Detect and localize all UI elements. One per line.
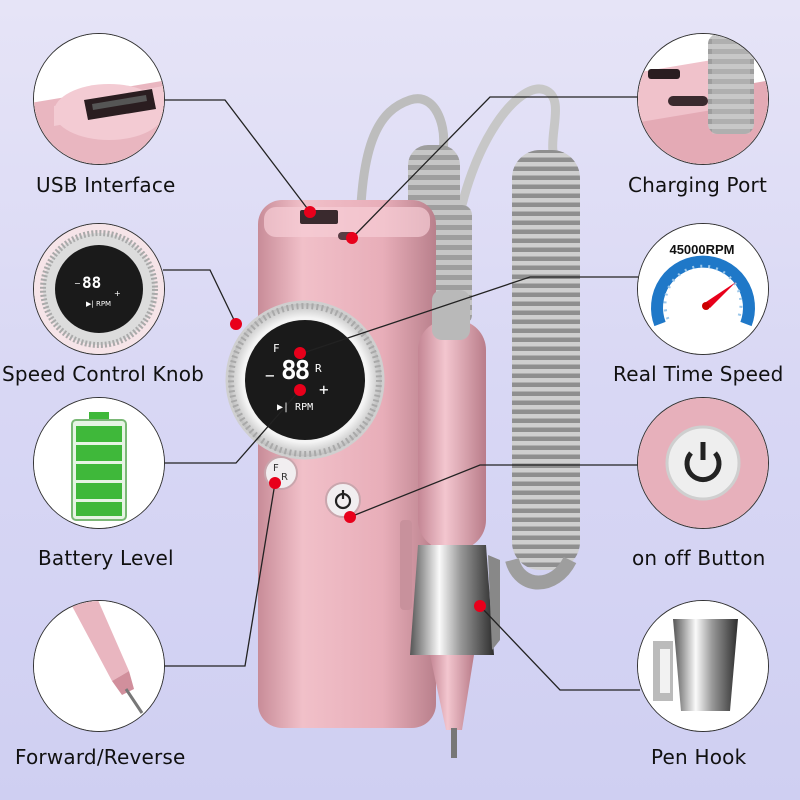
screen-digits: 88 [281, 356, 310, 386]
svg-text:−: − [74, 279, 81, 288]
charging-port-icon [638, 34, 768, 164]
power-button-shape [325, 482, 361, 518]
hotspot-charging [346, 232, 358, 244]
label-usb: USB Interface [36, 173, 176, 197]
usb-port-icon [34, 34, 164, 164]
screen-minus: − [265, 366, 275, 385]
svg-text:+: + [114, 289, 121, 298]
usb-circle [33, 33, 165, 165]
screen-plus: + [319, 380, 329, 399]
fr-f: F [273, 463, 279, 474]
onoff-circle [637, 397, 769, 529]
speed-circle [637, 223, 769, 355]
speedometer-icon [638, 224, 768, 354]
hotspot-usb [304, 206, 316, 218]
speed-badge: 45000RPM [669, 242, 735, 257]
screen-rpm: ▶| RPM [277, 402, 314, 413]
cable [450, 84, 564, 241]
hook-circle [637, 600, 769, 732]
pen-hook [410, 545, 494, 655]
pen-hook-icon [638, 601, 768, 731]
hotspot-onoff [344, 511, 356, 523]
pen-tip-icon [34, 601, 164, 731]
hotspot-speed [294, 384, 306, 396]
label-charging: Charging Port [628, 173, 767, 197]
power-icon [638, 398, 768, 528]
hotspot-hook [474, 600, 486, 612]
hotspot-knob [230, 318, 242, 330]
screen-r: R [315, 362, 322, 375]
fr-r: R [281, 472, 288, 483]
speed-knob-icon: − 88 + ▶| RPM [34, 224, 164, 354]
label-onoff: on off Button [632, 546, 766, 570]
cable [355, 94, 449, 241]
label-fr: Forward/Reverse [15, 745, 186, 769]
device-screen-text: F R − 88 + ▶| RPM [255, 340, 355, 420]
fr-button-text: F R [272, 463, 292, 483]
svg-text:88: 88 [82, 273, 101, 292]
battery-circle [33, 397, 165, 529]
label-hook: Pen Hook [651, 745, 747, 769]
screen-f: F [273, 342, 280, 355]
battery-icon [34, 398, 164, 528]
label-speed: Real Time Speed [613, 362, 784, 386]
label-battery: Battery Level [38, 546, 174, 570]
hotspot-battery [294, 347, 306, 359]
knob-circle: − 88 + ▶| RPM [33, 223, 165, 355]
charging-circle [637, 33, 769, 165]
hotspot-fr [269, 477, 281, 489]
label-knob: Speed Control Knob [2, 362, 205, 386]
pen-handpiece [418, 320, 486, 550]
fr-circle [33, 600, 165, 732]
knob-display [245, 320, 365, 440]
svg-text:▶| RPM: ▶| RPM [86, 300, 111, 308]
